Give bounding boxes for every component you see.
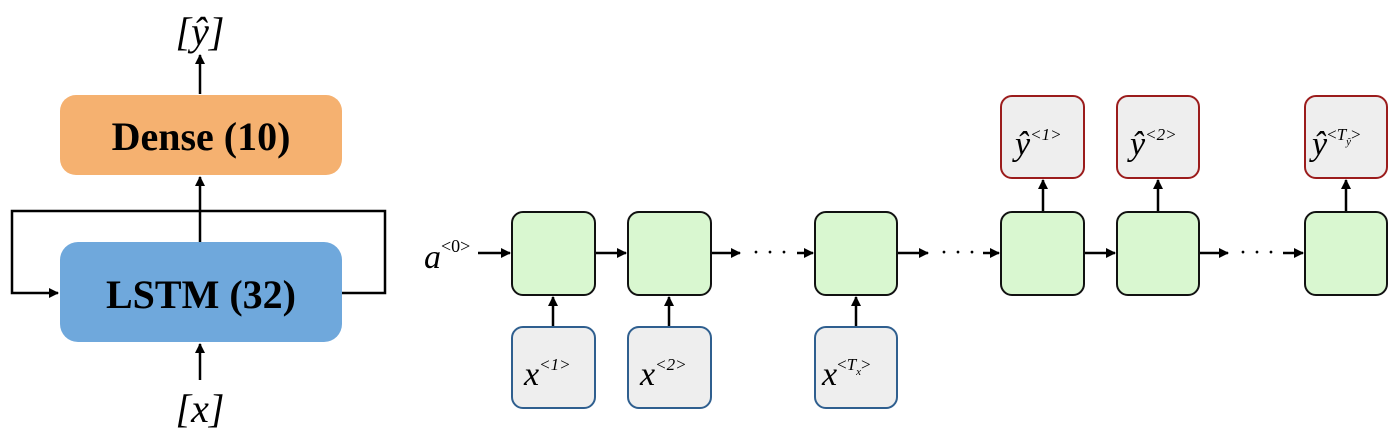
output-box-2 xyxy=(1116,95,1200,179)
rnn-cell-2 xyxy=(627,211,712,296)
rnn-cell-1 xyxy=(511,211,596,296)
output-box-1 xyxy=(1000,95,1085,179)
input-box-2 xyxy=(627,326,712,409)
dense-layer-box xyxy=(60,95,342,175)
ellipsis-3: · · · xyxy=(1239,240,1275,266)
output-box-3 xyxy=(1304,95,1388,179)
lstm-layer-box xyxy=(60,242,342,342)
rnn-cell-6 xyxy=(1304,211,1388,296)
output-label-1: ŷ<1> xyxy=(1012,125,1062,163)
unrolled-rnn-diagram: a<0> · · · · · · · · · x<1> x<2> x<Tx> xyxy=(424,95,1388,409)
rnn-cell-5 xyxy=(1116,211,1200,296)
ellipsis-1: · · · xyxy=(752,240,788,266)
input-box-1 xyxy=(511,326,596,409)
input-label-1: x<1> xyxy=(523,355,571,393)
rnn-cell-3 xyxy=(814,211,898,296)
input-label: [x] xyxy=(176,386,225,431)
dense-layer-label: Dense (10) xyxy=(112,114,291,159)
input-label-2: x<2> xyxy=(639,355,687,393)
recurrent-loop-line xyxy=(10,209,387,298)
output-label-2: ŷ<2> xyxy=(1127,125,1177,163)
input-label-3: x<Tx> xyxy=(821,355,871,393)
input-box-3 xyxy=(814,326,898,409)
lstm-layer-label: LSTM (32) xyxy=(106,272,296,317)
output-label: [ŷ] xyxy=(176,9,225,54)
rnn-cell-4 xyxy=(1000,211,1085,296)
output-label-3: ŷ<Tŷ> xyxy=(1309,125,1361,163)
initial-state-label: a<0> xyxy=(424,236,470,276)
ellipsis-2: · · · xyxy=(940,240,976,266)
left-model-diagram: [ŷ] Dense (10) LSTM (32) [x] xyxy=(10,9,387,431)
